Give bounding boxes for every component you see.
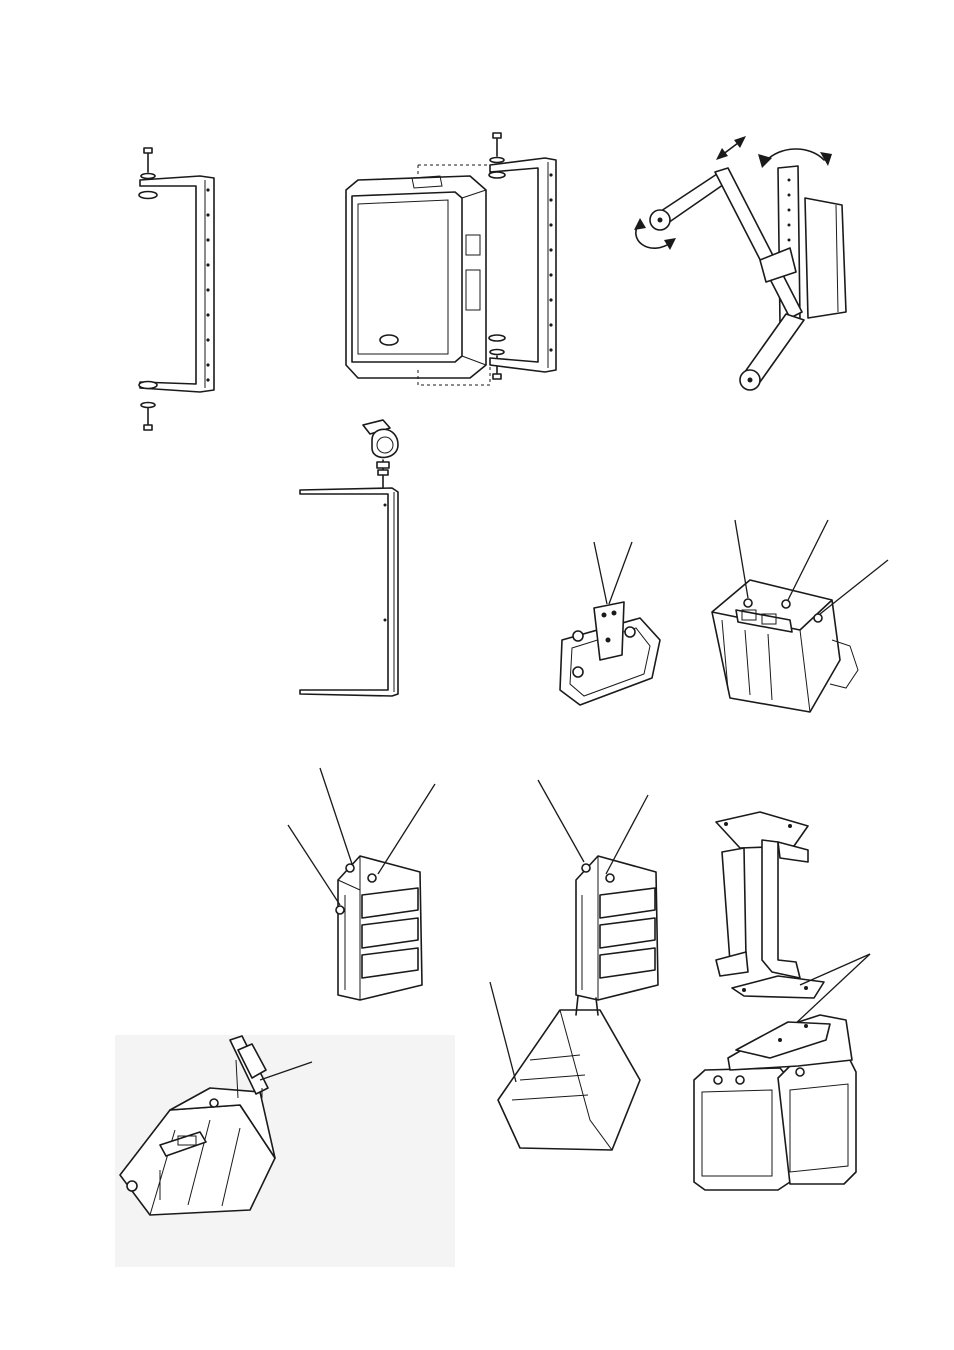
- coupling-plates-figure: [716, 812, 870, 1025]
- rotate-arrow-icon: [758, 149, 832, 168]
- double-arrow-icon: [716, 136, 746, 160]
- speaker-with-u-bracket-figure: [346, 133, 556, 385]
- adjustable-wall-mount-figure: [634, 136, 846, 390]
- truss-clamp-figure: [300, 420, 398, 696]
- speaker-pole-adapter-figure: [115, 1035, 455, 1267]
- speaker-side-fitting-figure: [712, 520, 888, 712]
- u-bracket-exploded-figure: [139, 148, 214, 430]
- screw-icon: [139, 148, 157, 199]
- speaker-top-fitting-figure: [560, 542, 660, 705]
- speaker-flying-points-figure: [288, 768, 435, 1000]
- two-speakers-coupled-figure: [694, 1015, 856, 1190]
- clamp-icon: [363, 420, 398, 488]
- speaker-array-linked-figure: [490, 780, 658, 1150]
